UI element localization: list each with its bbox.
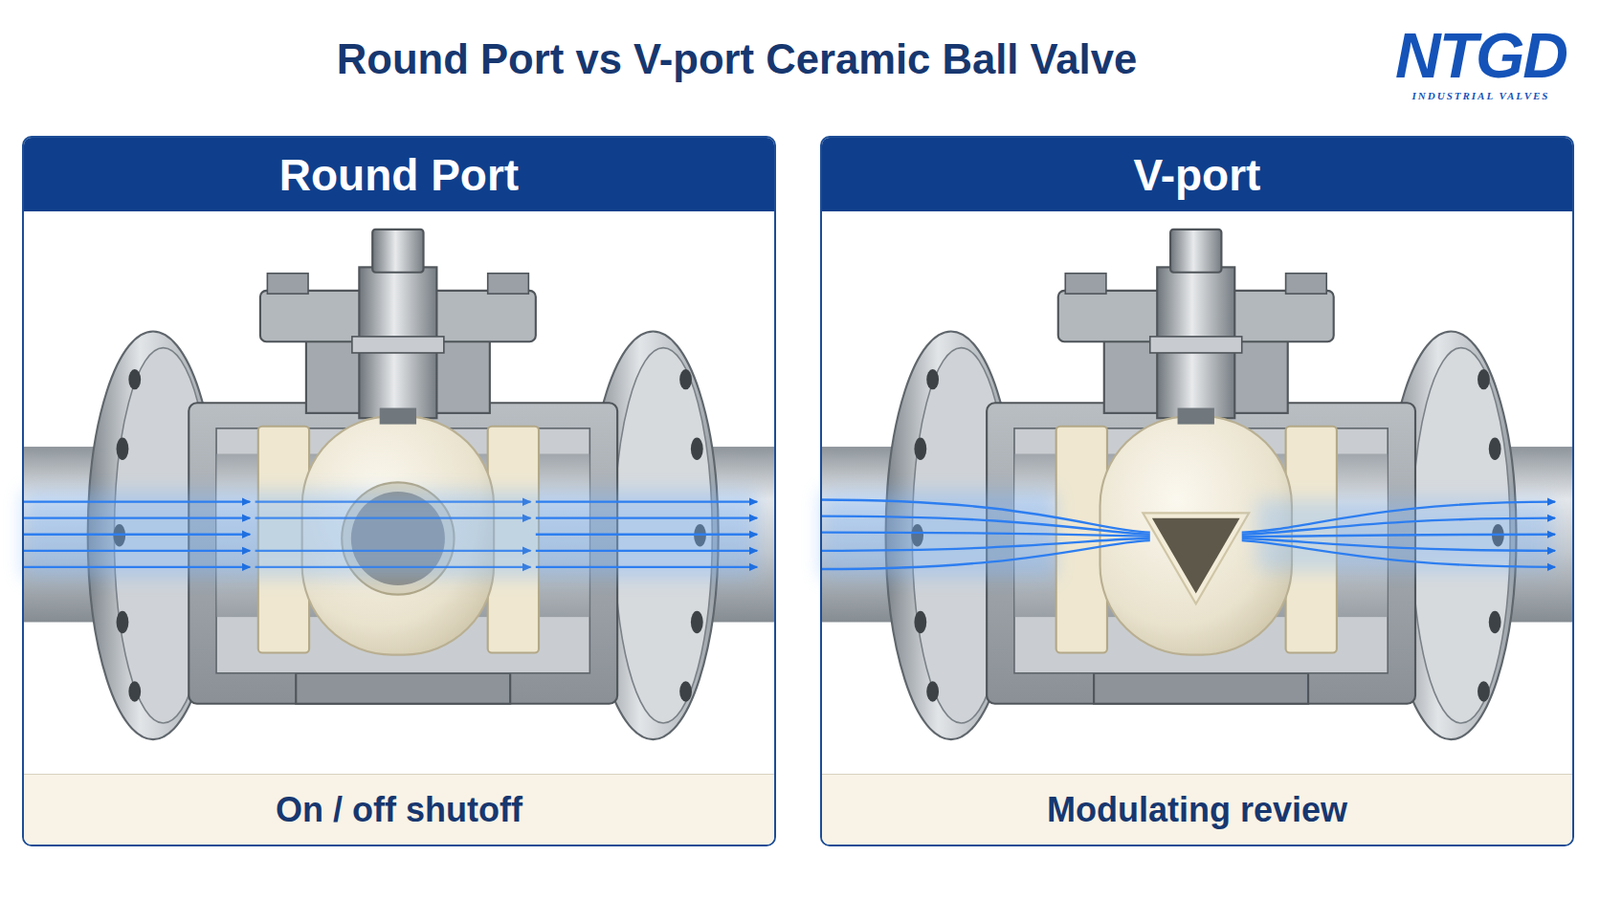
v-port-valve: [820, 229, 1574, 740]
logo-wordmark: NTGD: [1377, 21, 1584, 90]
comparison-panel: Round Port On / off shutoff: [22, 135, 777, 847]
panel-caption: Modulating review: [1046, 790, 1348, 831]
panel-caption: On / off shutoff: [275, 790, 523, 831]
panel-header: V-port: [822, 137, 1573, 212]
panel-heading: Round Port: [279, 149, 519, 201]
panel-header: Round Port: [23, 137, 775, 212]
comparison-panel: V-portModulating review: [820, 135, 1575, 847]
panel-caption-band: Modulating review: [822, 774, 1573, 845]
logo-subtitle: INDUSTRIAL VALVES: [1377, 89, 1584, 102]
diagram-title: Round Port vs V-port Ceramic Ball Valve: [0, 36, 1474, 84]
panel-heading: V-port: [1133, 149, 1262, 201]
panel-caption-band: On / off shutoff: [23, 774, 775, 845]
round-port-valve: [22, 229, 776, 740]
